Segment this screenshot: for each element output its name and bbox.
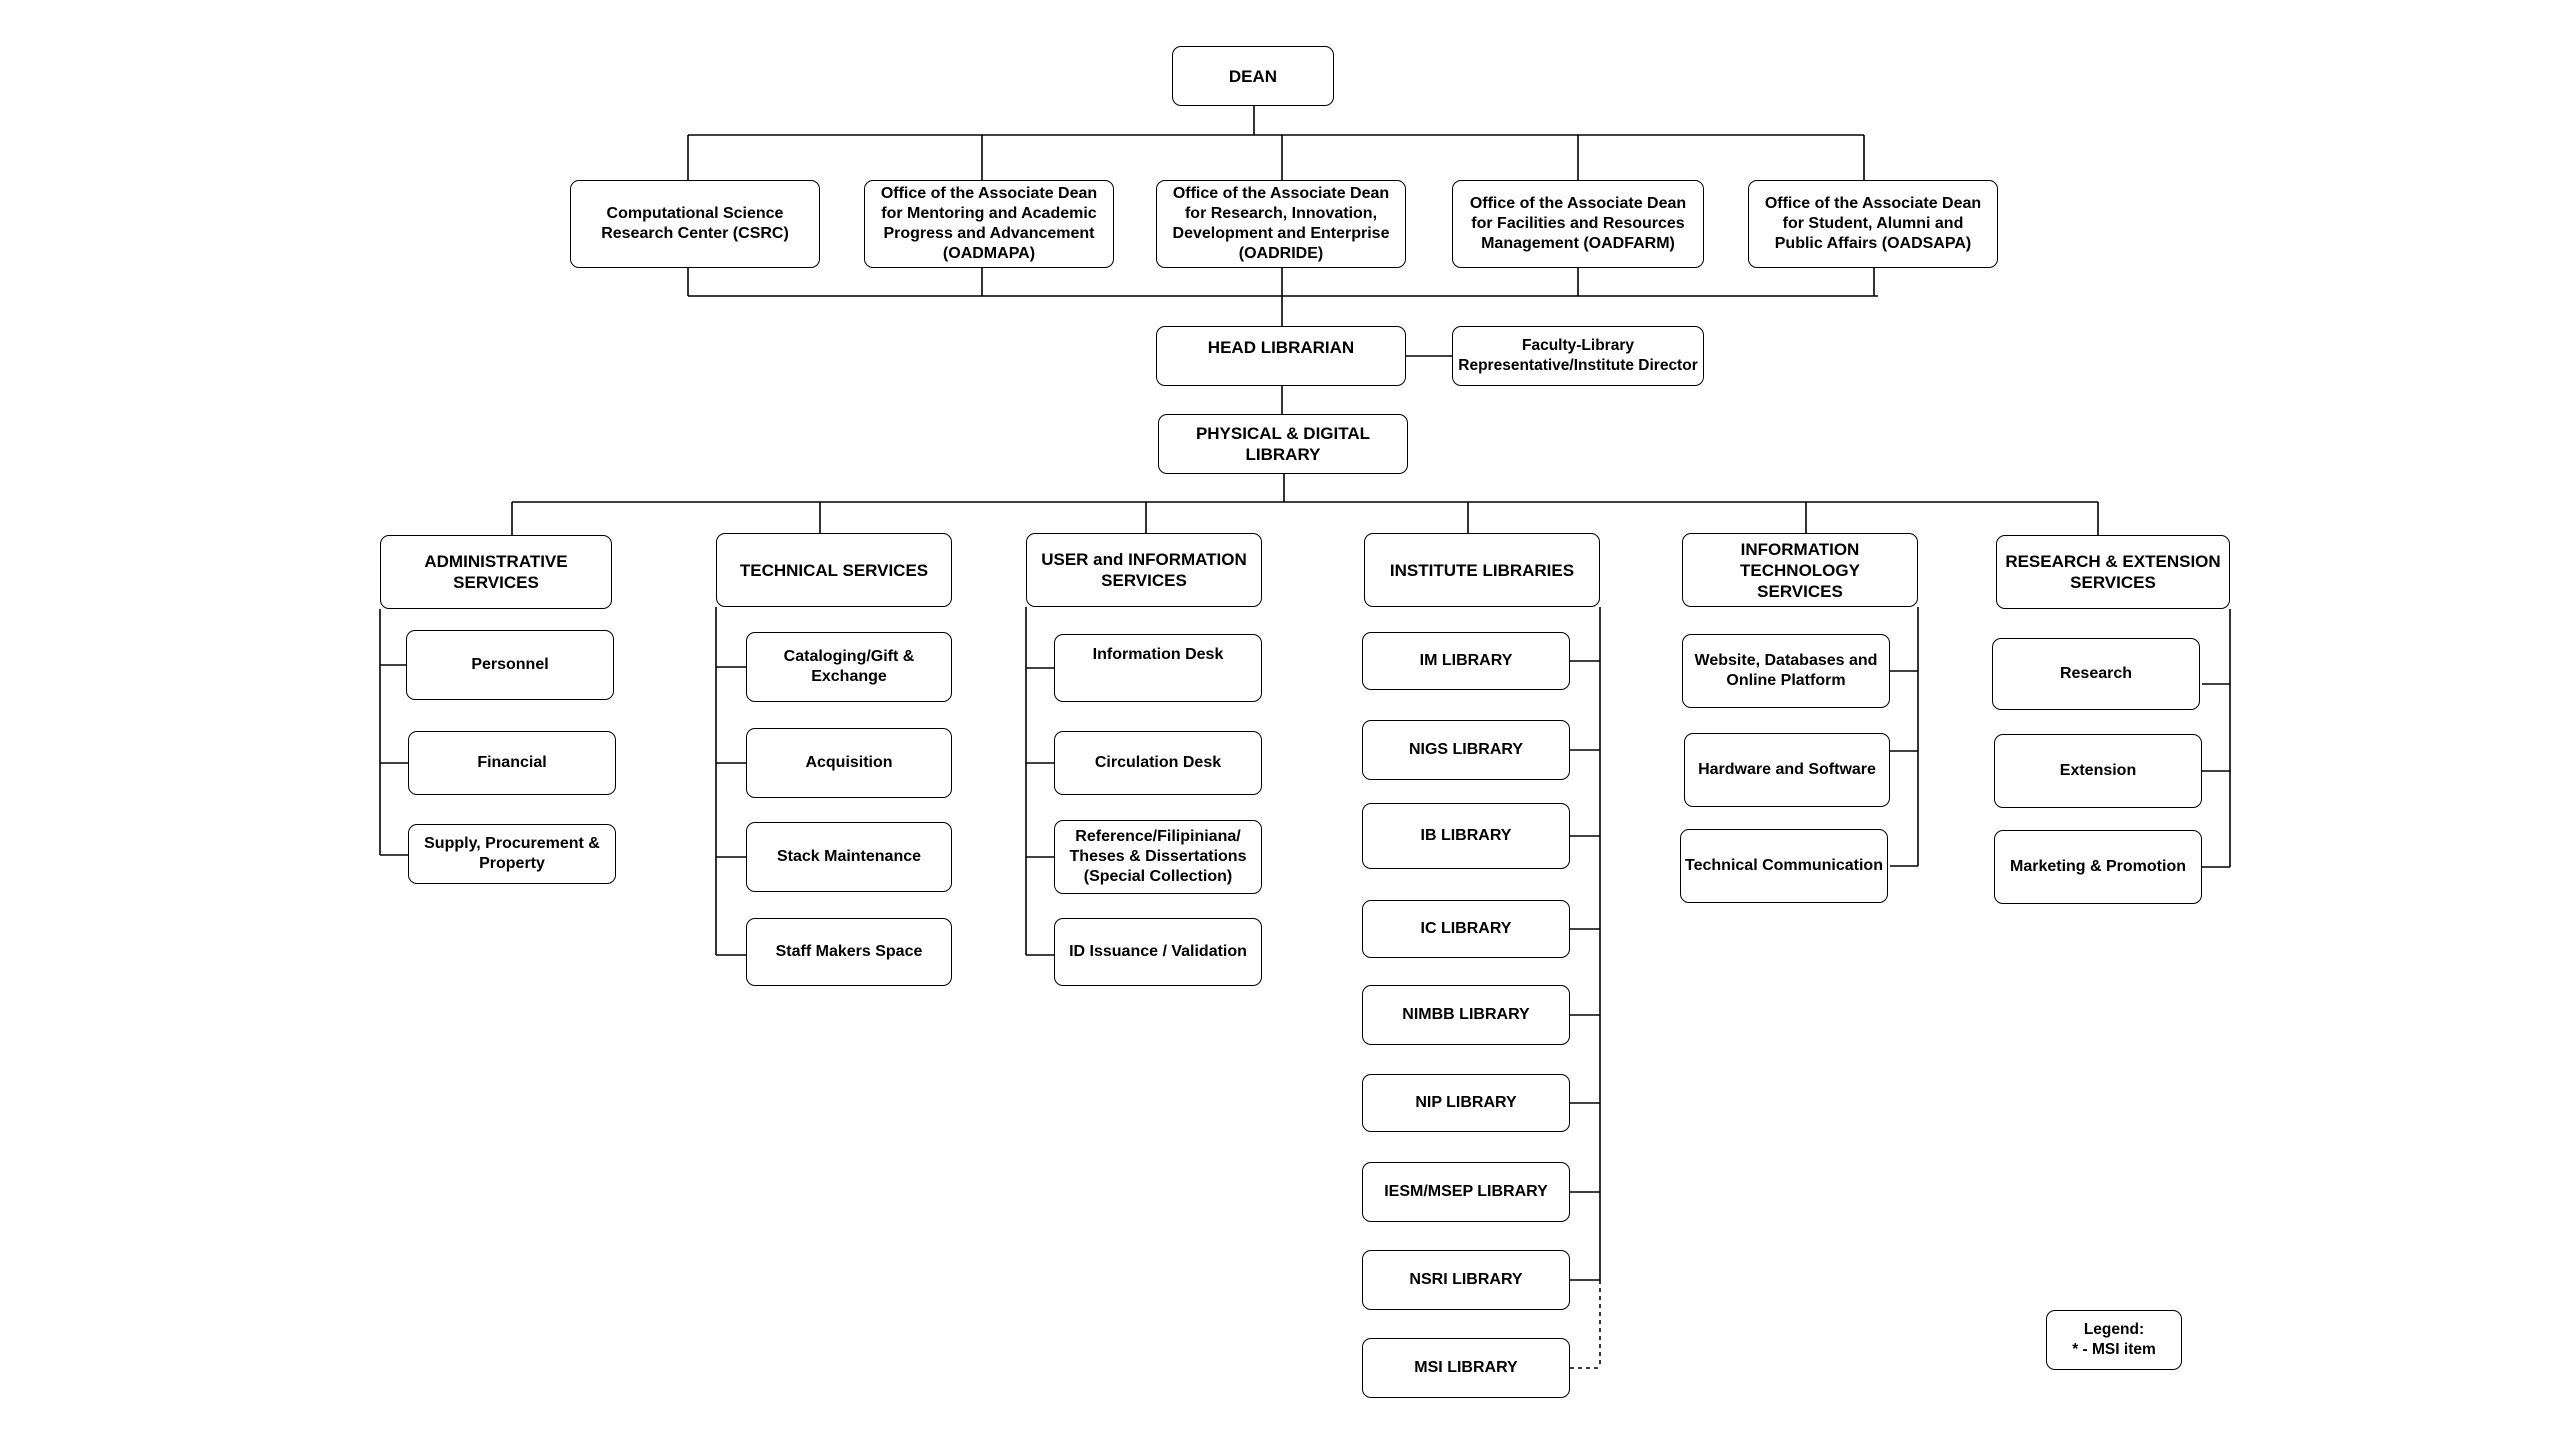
dean-box: DEAN	[1172, 46, 1334, 106]
item-reference-filipiniana: Reference/Filipiniana/ Theses & Disserta…	[1054, 820, 1262, 894]
item-ib-library: IB LIBRARY	[1362, 803, 1570, 869]
item-iesm-msep-library: IESM/MSEP LIBRARY	[1362, 1162, 1570, 1222]
item-circulation-desk: Circulation Desk	[1054, 731, 1262, 795]
office-oadmapa: Office of the Associate Dean for Mentori…	[864, 180, 1114, 268]
item-supply-procurement-property: Supply, Procurement & Property	[408, 824, 616, 884]
item-nimbb-library: NIMBB LIBRARY	[1362, 985, 1570, 1045]
item-nigs-library: NIGS LIBRARY	[1362, 720, 1570, 780]
item-ic-library: IC LIBRARY	[1362, 900, 1570, 958]
item-financial: Financial	[408, 731, 616, 795]
division-information-technology-services: INFORMATION TECHNOLOGY SERVICES	[1682, 533, 1918, 607]
division-administrative-services: ADMINISTRATIVE SERVICES	[380, 535, 612, 609]
item-hardware-software: Hardware and Software	[1684, 733, 1890, 807]
item-personnel: Personnel	[406, 630, 614, 700]
division-institute-libraries: INSTITUTE LIBRARIES	[1364, 533, 1600, 607]
faculty-rep-box: Faculty-Library Representative/Institute…	[1452, 326, 1704, 386]
office-oadsapa: Office of the Associate Dean for Student…	[1748, 180, 1998, 268]
legend-box: Legend: * - MSI item	[2046, 1310, 2182, 1370]
item-website-databases-online-platform: Website, Databases and Online Platform	[1682, 634, 1890, 708]
division-technical-services: TECHNICAL SERVICES	[716, 533, 952, 607]
item-id-issuance-validation: ID Issuance / Validation	[1054, 918, 1262, 986]
item-cataloging-gift-exchange: Cataloging/Gift & Exchange	[746, 632, 952, 702]
item-extension: Extension	[1994, 734, 2202, 808]
item-nsri-library: NSRI LIBRARY	[1362, 1250, 1570, 1310]
item-msi-library: MSI LIBRARY	[1362, 1338, 1570, 1398]
item-nip-library: NIP LIBRARY	[1362, 1074, 1570, 1132]
item-research: Research	[1992, 638, 2200, 710]
item-acquisition: Acquisition	[746, 728, 952, 798]
office-csrc: Computational Science Research Center (C…	[570, 180, 820, 268]
item-stack-maintenance: Stack Maintenance	[746, 822, 952, 892]
physical-digital-library-box: PHYSICAL & DIGITAL LIBRARY	[1158, 414, 1408, 474]
office-oadride: Office of the Associate Dean for Researc…	[1156, 180, 1406, 268]
division-user-information-services: USER and INFORMATION SERVICES	[1026, 533, 1262, 607]
office-oadfarm: Office of the Associate Dean for Facilit…	[1452, 180, 1704, 268]
item-technical-communication: Technical Communication	[1680, 829, 1888, 903]
item-im-library: IM LIBRARY	[1362, 632, 1570, 690]
item-marketing-promotion: Marketing & Promotion	[1994, 830, 2202, 904]
division-research-extension-services: RESEARCH & EXTENSION SERVICES	[1996, 535, 2230, 609]
item-information-desk: Information Desk	[1054, 634, 1262, 702]
head-librarian-box: HEAD LIBRARIAN	[1156, 326, 1406, 386]
item-staff-makers-space: Staff Makers Space	[746, 918, 952, 986]
